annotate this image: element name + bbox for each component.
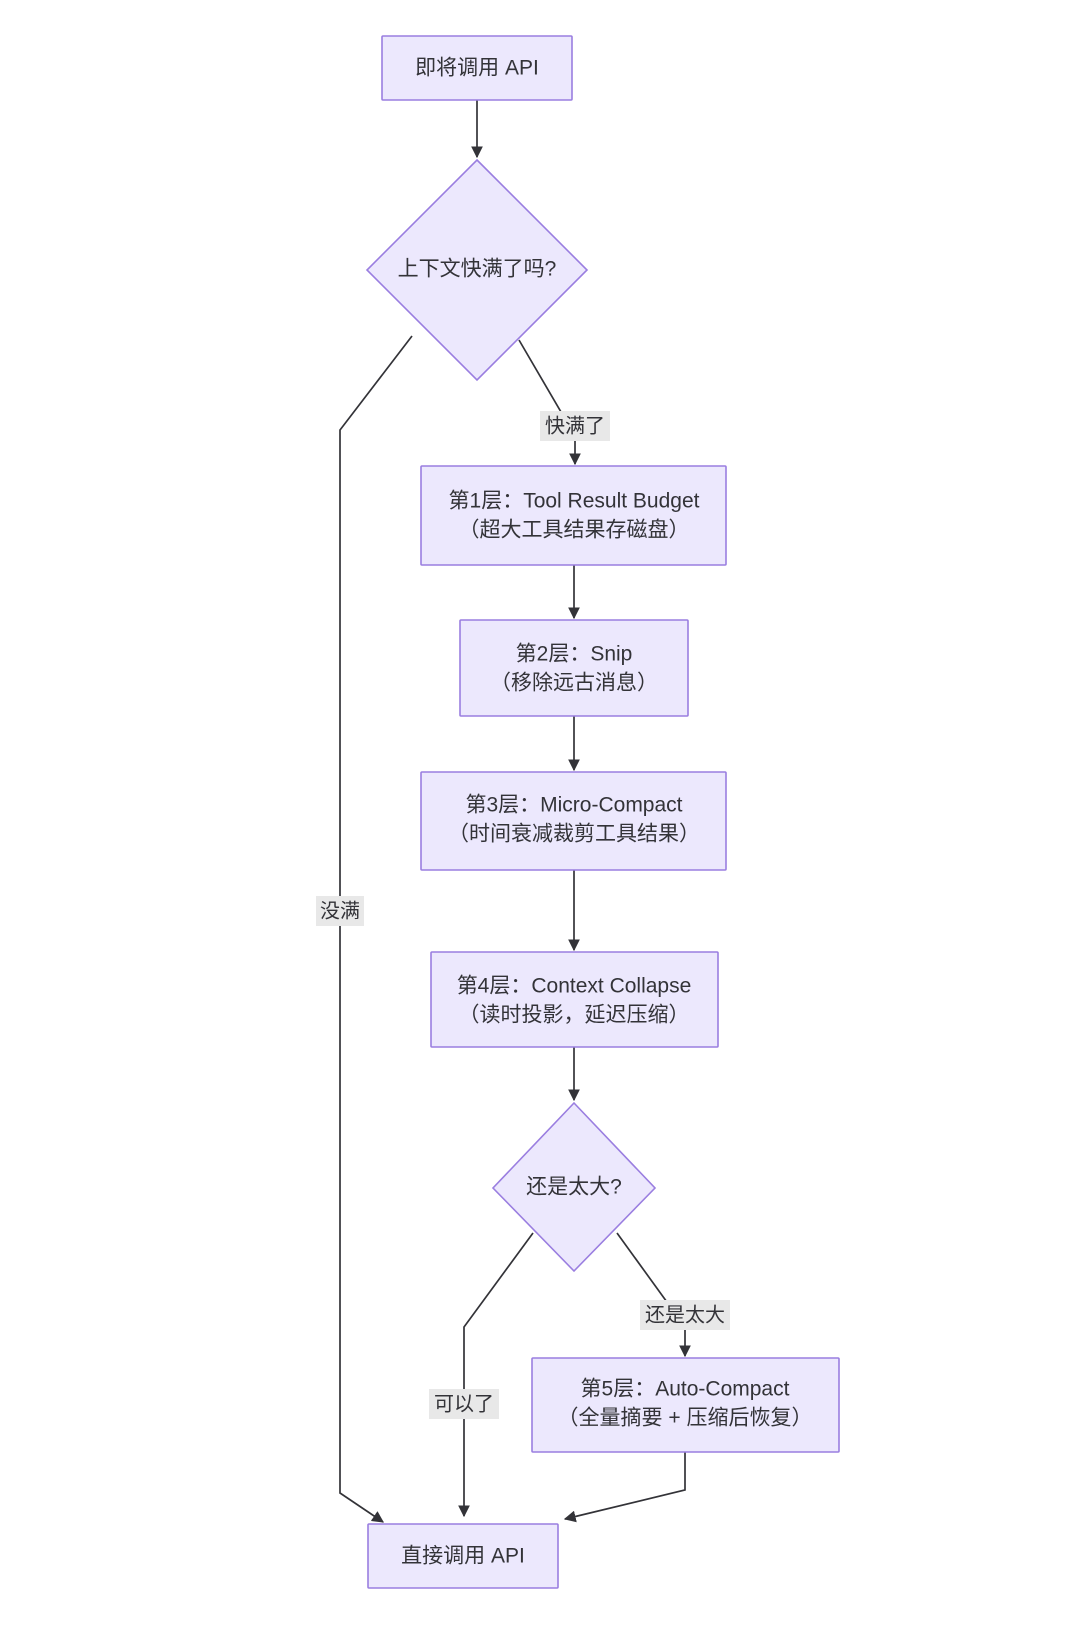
edge-label-group: 快满了 没满 可以了 还是太大 <box>316 411 730 1419</box>
edge-label-full-bg <box>540 411 610 441</box>
edge-label-not-full-text: 没满 <box>320 899 360 922</box>
node-layer1-label-line1: 第1层：Tool Result Budget <box>449 490 700 513</box>
node-layer1-shape <box>420 465 727 566</box>
node-layer5-label-line2: （全量摘要 + 压缩后恢复） <box>558 1407 813 1430</box>
node-layer2-label-line1: 第2层：Snip <box>516 643 633 666</box>
node-decision2-shape <box>491 1101 657 1273</box>
node-layer5-shape <box>531 1357 840 1453</box>
edge-label-too-large-text: 还是太大 <box>645 1303 725 1326</box>
edge-label-full-text: 快满了 <box>545 414 605 437</box>
node-layer3-label-line1: 第3层：Micro-Compact <box>465 794 682 817</box>
node-layer1-label-line2: （超大工具结果存磁盘） <box>459 519 690 542</box>
node-decision2[interactable]: 还是太大? <box>491 1101 657 1273</box>
node-layer4-shape <box>430 951 719 1048</box>
edge-label-ok-text: 可以了 <box>434 1393 494 1415</box>
edge-decision2-to-end <box>458 1232 534 1518</box>
node-decision1-label: 上下文快满了吗? <box>398 258 557 281</box>
edge-decision1-to-layer1 <box>518 339 581 466</box>
node-layer4[interactable]: 第4层：Context Collapse （读时投影，延迟压缩） <box>430 951 719 1048</box>
node-layer3-shape <box>420 771 727 871</box>
node-decision1-shape <box>365 158 589 382</box>
node-layer3[interactable]: 第3层：Micro-Compact （时间衰减裁剪工具结果） <box>420 771 727 871</box>
node-end-label: 直接调用 API <box>401 1545 525 1568</box>
edge-decision1-to-end <box>339 335 413 1523</box>
node-decision1[interactable]: 上下文快满了吗? <box>365 158 589 382</box>
edge-label-not-full-bg <box>316 896 364 926</box>
edge-label-full: 快满了 <box>540 411 610 441</box>
node-start[interactable]: 即将调用 API <box>381 35 573 101</box>
node-layer5-label-line1: 第5层：Auto-Compact <box>581 1378 790 1401</box>
node-layer3-label-line2: （时间衰减裁剪工具结果） <box>448 823 700 846</box>
edge-label-ok: 可以了 <box>429 1389 499 1419</box>
node-layer4-label-line2: （读时投影，延迟压缩） <box>459 1004 690 1027</box>
edge-label-too-large: 还是太大 <box>640 1300 730 1330</box>
node-layer5[interactable]: 第5层：Auto-Compact （全量摘要 + 压缩后恢复） <box>531 1357 840 1453</box>
node-start-shape <box>381 35 573 101</box>
node-end[interactable]: 直接调用 API <box>367 1523 559 1589</box>
node-layer2-shape <box>459 619 689 717</box>
node-layer1[interactable]: 第1层：Tool Result Budget （超大工具结果存磁盘） <box>420 465 727 566</box>
node-layer2-label-line2: （移除远古消息） <box>490 672 658 695</box>
edge-decision2-to-layer5 <box>616 1232 691 1358</box>
node-start-label: 即将调用 API <box>415 57 539 80</box>
node-decision2-label: 还是太大? <box>526 1176 622 1199</box>
node-layer2[interactable]: 第2层：Snip （移除远古消息） <box>459 619 689 717</box>
node-layer4-label-line1: 第4层：Context Collapse <box>457 975 692 998</box>
edge-layer5-to-end <box>563 1452 686 1523</box>
edge-label-ok-bg <box>429 1389 499 1419</box>
node-end-shape <box>367 1523 559 1589</box>
edge-label-too-large-bg <box>640 1300 730 1330</box>
edge-label-not-full: 没满 <box>316 896 364 926</box>
